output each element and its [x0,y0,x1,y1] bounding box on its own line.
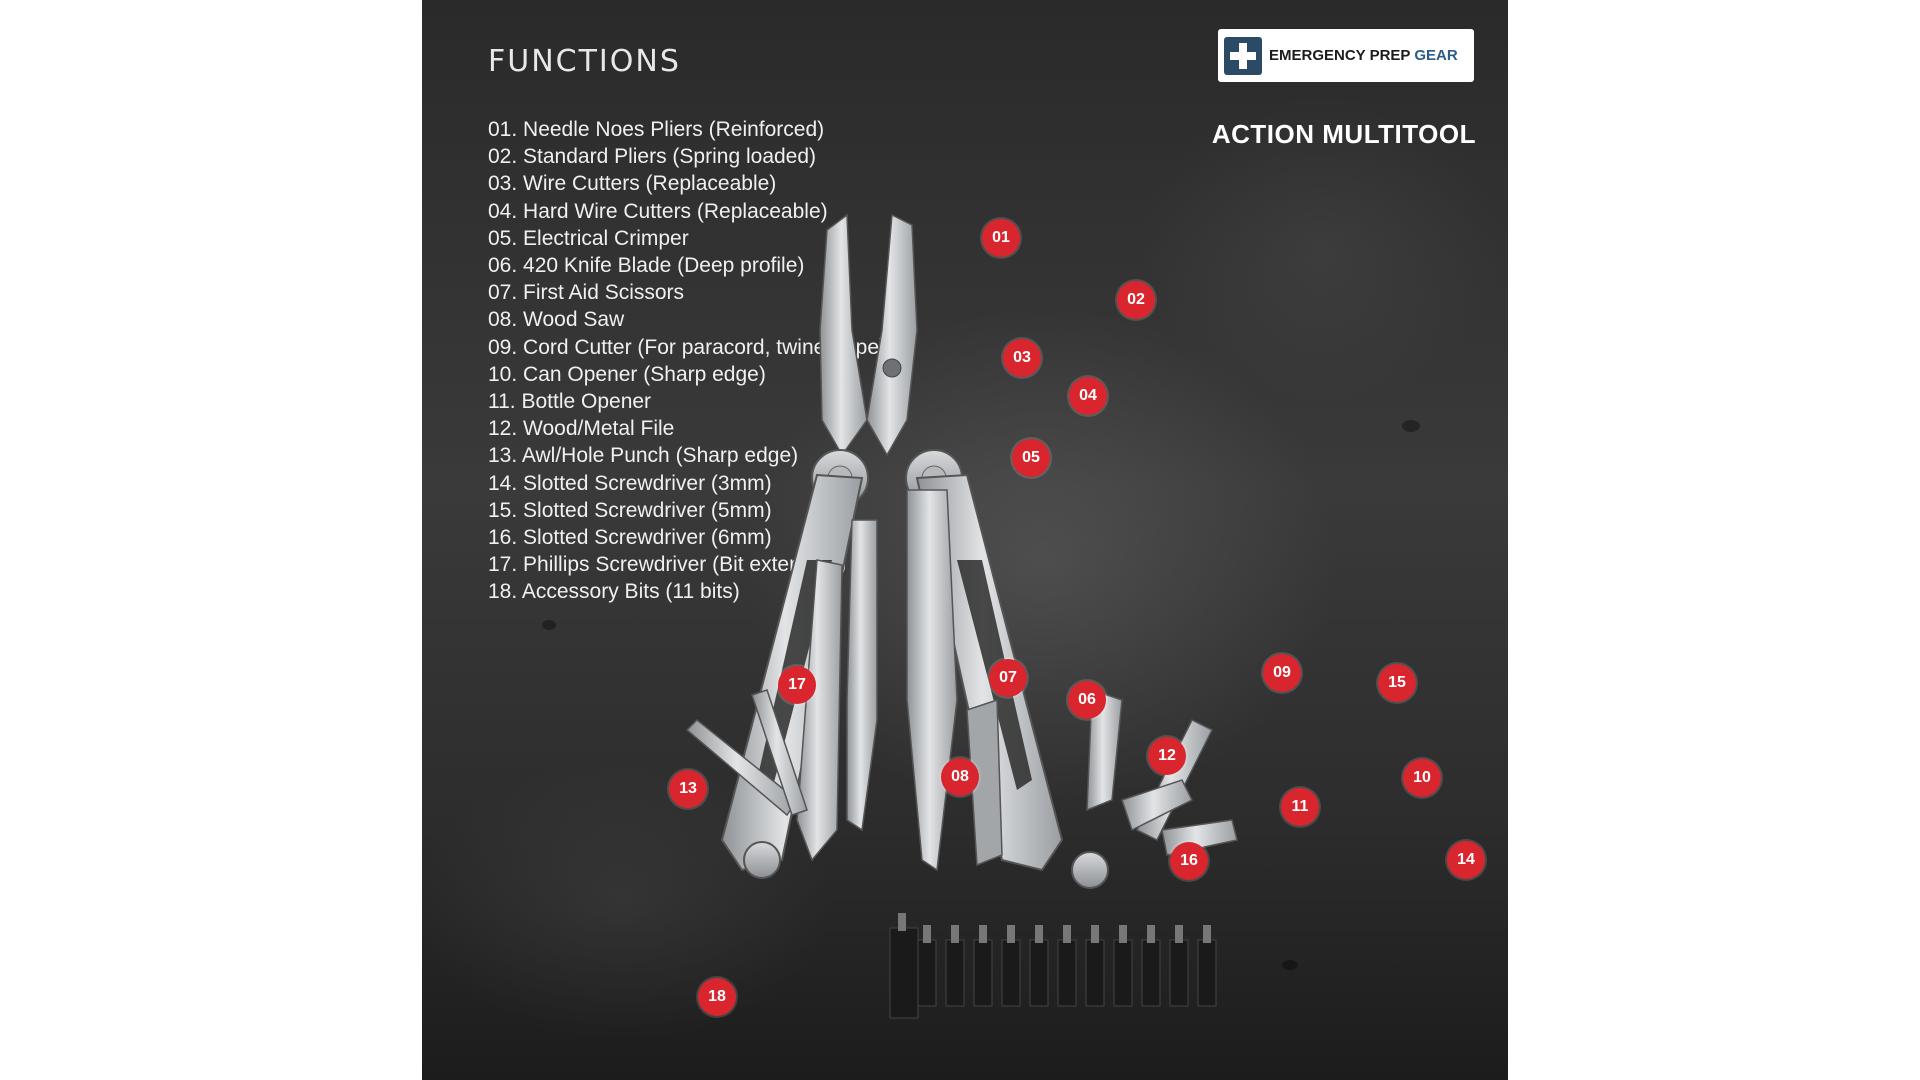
product-image-panel: FUNCTIONS 01. Needle Noes Pliers (Reinfo… [422,0,1508,1080]
functions-list: 01. Needle Noes Pliers (Reinforced) 02. S… [488,116,886,606]
callout-badge: 17 [778,666,816,704]
accessory-bit-tip [1091,925,1099,943]
accessory-bit [1113,939,1133,1007]
accessory-bit-tip [1203,925,1211,943]
callout-badge: 01 [982,219,1020,257]
accessory-bit-tip [1119,925,1127,943]
texture-speck [1282,960,1298,970]
accessory-bits [889,913,1217,1019]
needle-nose-jaw-right [866,213,918,457]
product-name: ACTION MULTITOOL [1211,119,1476,149]
function-item: 02. Standard Pliers (Spring loaded) [488,145,817,169]
phillips-driver [751,689,808,816]
accessory-bit-tip [979,925,987,943]
accessory-bit [1029,939,1049,1007]
function-item: 17. Phillips Screwdriver (Bit extension) [488,553,847,577]
can-opener [1121,779,1194,832]
callout-badge: 11 [1281,788,1319,826]
accessory-bit [1085,939,1105,1007]
needle-nose-jaw-left [819,213,868,457]
accessory-bit-tip [923,925,931,943]
callout-badge: 15 [1378,664,1416,702]
accessory-bit-tip [1007,925,1015,943]
accessory-bit-tip [1035,925,1043,943]
accessory-bit [973,939,993,1007]
multitool-illustration [685,213,1238,1019]
medical-cross-icon [1224,36,1262,75]
callout-badge: 08 [941,758,979,796]
file [966,698,1003,867]
brand-logo: EMERGENCY PREP GEAR [1218,29,1474,82]
pivot-bottom-right [1071,851,1109,889]
function-item: 03. Wire Cutters (Replaceable) [488,172,777,196]
function-item: 04. Hard Wire Cutters (Replaceable) [488,199,828,223]
cutter-pivot [882,358,902,378]
function-item: 18. Accessory Bits (11 bits) [488,580,740,604]
callout-badge: 02 [1117,281,1155,319]
function-item: 08. Wood Saw [488,308,625,332]
accessory-bit [945,939,965,1007]
callout-badge: 09 [1263,654,1301,692]
texture-speck [1402,420,1420,432]
accessory-bit [1057,939,1077,1007]
callout-badge: 06 [1068,681,1106,719]
function-item: 16. Slotted Screwdriver (6mm) [488,526,772,550]
callout-badge: 10 [1403,759,1441,797]
brand-name: EMERGENCY PREP GEAR [1269,47,1458,64]
knife-blade [906,489,958,872]
cord-cutter [1086,688,1123,812]
callout-badge: 13 [669,770,707,808]
function-item: 11. Bottle Opener [488,390,652,414]
accessory-bit [889,927,919,1019]
function-item: 13. Awl/Hole Punch (Sharp edge) [488,444,799,468]
callout-badge: 07 [989,659,1027,697]
callout-badge: 05 [1012,439,1050,477]
accessory-bit-tip [898,913,906,931]
callout-badge: 16 [1170,842,1208,880]
accessory-bit [1197,939,1217,1007]
function-item: 05. Electrical Crimper [488,226,689,250]
callout-badge: 18 [698,978,736,1016]
callout-badge: 14 [1447,841,1485,879]
accessory-bit-tip [951,925,959,943]
texture-speck [542,620,556,630]
accessory-bit [1141,939,1161,1007]
function-item: 07. First Aid Scissors [488,281,685,305]
accessory-bit [917,939,937,1007]
callout-badge: 04 [1069,377,1107,415]
accessory-bit [1169,939,1189,1007]
pivot-bottom-left [743,841,781,879]
accessory-bit-tip [1063,925,1071,943]
accessory-bit-tip [1147,925,1155,943]
function-item: 09. Cord Cutter (For paracord, twine, ro… [488,335,886,359]
function-item: 12. Wood/Metal File [488,417,675,441]
accessory-bit [1001,939,1021,1007]
function-item: 10. Can Opener (Sharp edge) [488,362,766,386]
wood-saw [796,559,843,862]
callout-badge: 03 [1003,339,1041,377]
scissors [846,519,878,832]
function-item: 06. 420 Knife Blade (Deep profile) [488,254,805,278]
accessory-bit-tip [1175,925,1183,943]
function-item: 15. Slotted Screwdriver (5mm) [488,498,772,522]
callout-badge: 12 [1148,737,1186,775]
function-item: 14. Slotted Screwdriver (3mm) [488,471,772,495]
function-item: 01. Needle Noes Pliers (Reinforced) [488,118,825,141]
functions-heading: FUNCTIONS [488,44,681,79]
